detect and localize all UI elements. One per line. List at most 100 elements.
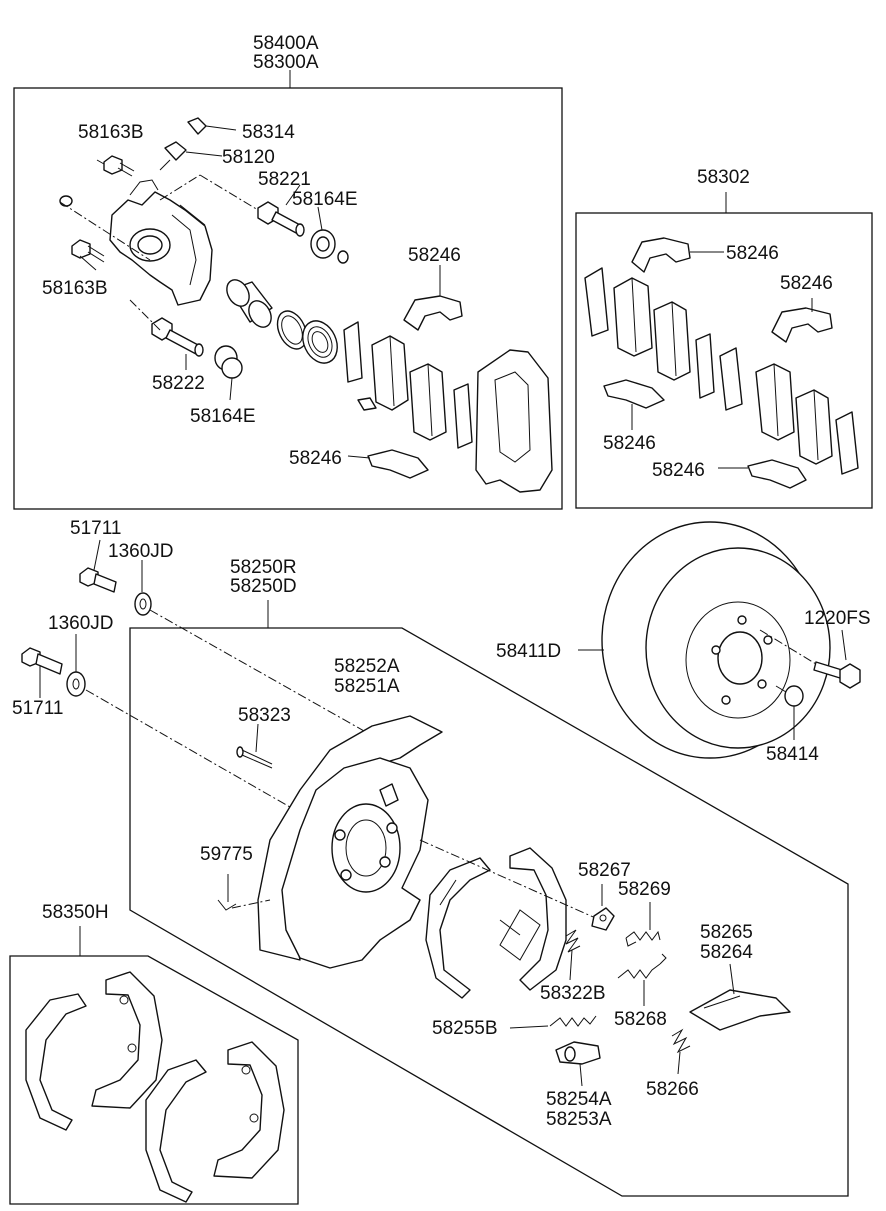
kit-shoe-3 [145, 1059, 207, 1203]
rotor-plug [775, 685, 804, 740]
label-58163b-upper: 58163B [78, 122, 144, 143]
label-58411d: 58411D [496, 641, 561, 662]
guide-pin-lower [151, 317, 204, 357]
kit-shoe-1 [25, 993, 87, 1131]
piston-boot [302, 320, 338, 364]
label-58246-kit-3: 58246 [603, 433, 656, 454]
label-58254a: 58254A [546, 1089, 612, 1110]
label-58255b: 58255B [432, 1018, 498, 1039]
brake-pad-inner [371, 335, 409, 411]
label-58302: 58302 [697, 167, 750, 188]
label-58163b-lower: 58163B [42, 278, 108, 299]
boot-upper [310, 229, 349, 264]
return-spring-upper [625, 930, 661, 947]
return-spring-lower [617, 953, 667, 979]
caliper-body [109, 179, 213, 306]
label-58268: 58268 [614, 1009, 667, 1030]
brake-pad-outer [409, 363, 447, 441]
label-58164e-lower: 58164E [190, 406, 256, 427]
label-58250d: 58250D [230, 576, 297, 597]
label-58246-front-upper: 58246 [408, 245, 461, 266]
label-58250r: 58250R [230, 557, 297, 578]
parking-strut [689, 989, 791, 1031]
piston-seal [276, 310, 308, 350]
caliper-bolt-lower [71, 239, 105, 263]
backing-plate [281, 757, 429, 969]
small-washer [59, 195, 73, 207]
part-labels: 58400A 58300A 58163B 58314 58120 58221 5… [12, 33, 871, 1130]
label-58264: 58264 [700, 942, 753, 963]
adjuster-plate [591, 907, 615, 931]
parking-shoe-right [499, 847, 567, 991]
label-58120: 58120 [222, 147, 275, 168]
kit-pad-2 [653, 301, 691, 381]
washer-1360jd-lower [66, 671, 86, 697]
pad-clip-lower [367, 449, 429, 479]
brake-rotor [578, 521, 831, 759]
kit-shoe-4 [213, 1041, 285, 1179]
bolt-51711-lower [21, 647, 63, 675]
label-51711-lower: 51711 [12, 698, 63, 719]
pad-shim-outer [453, 383, 473, 449]
label-58322b: 58322B [540, 983, 606, 1004]
pad-kit-group [575, 192, 873, 509]
pad-clip-upper [403, 295, 463, 331]
pad-retainer [357, 397, 377, 411]
label-1360jd-lower: 1360JD [48, 613, 114, 634]
caliper-carrier [475, 349, 553, 493]
adjuster-lever-spring [671, 1028, 691, 1054]
hold-down-pin [236, 746, 273, 769]
label-58246-front-lower: 58246 [289, 448, 342, 469]
cable-clip [217, 874, 237, 911]
piston [226, 279, 273, 328]
parking-shoe-left [425, 857, 491, 999]
boot-lower [214, 345, 243, 379]
label-1220fs: 1220FS [804, 608, 871, 629]
kit-shoe-2 [91, 971, 163, 1109]
label-58300a: 58300A [253, 52, 319, 73]
label-58164e-upper: 58164E [292, 189, 358, 210]
label-58253a: 58253A [546, 1109, 612, 1130]
label-58266: 58266 [646, 1079, 699, 1100]
label-59775: 59775 [200, 844, 253, 865]
guide-pin-upper [257, 201, 305, 237]
label-58267: 58267 [578, 860, 631, 881]
pad-shim [343, 321, 363, 383]
label-51711-upper: 51711 [70, 518, 121, 539]
washer-1360jd-upper [134, 592, 152, 616]
kit-shim-left [584, 267, 609, 337]
kit-pad-1 [613, 277, 653, 357]
label-58246-kit-1: 58246 [726, 243, 779, 264]
label-58251a: 58251A [334, 676, 400, 697]
label-58269: 58269 [618, 879, 671, 900]
rotor-screw [759, 629, 861, 689]
kit-pad-4 [795, 389, 833, 465]
bleeder-cap [187, 117, 207, 135]
label-58246-kit-4: 58246 [652, 460, 705, 481]
kit-shim-right-a [719, 347, 743, 411]
label-58400a: 58400A [253, 33, 319, 54]
kit-shim-mid [695, 333, 715, 399]
label-1360jd-upper: 1360JD [108, 541, 174, 562]
kit-clip-1 [631, 237, 691, 273]
bolt-51711-upper [79, 567, 117, 593]
label-58265: 58265 [700, 922, 753, 943]
label-58350h: 58350H [42, 902, 109, 923]
bleeder-screw [159, 141, 187, 171]
label-58246-kit-2: 58246 [780, 273, 833, 294]
hold-down-spring [565, 929, 581, 953]
adjuster-spring [549, 1015, 597, 1027]
backing-plate-group [129, 600, 849, 1197]
kit-clip-4 [747, 459, 807, 489]
kit-shim-right-b [835, 411, 859, 475]
kit-clip-2 [771, 307, 833, 343]
adjuster-assembly [555, 1041, 601, 1065]
shoe-kit-group [9, 926, 299, 1205]
label-58221: 58221 [258, 169, 311, 190]
kit-pad-3 [755, 363, 795, 441]
caliper-bolt-upper [103, 155, 135, 177]
kit-clip-3 [603, 379, 665, 409]
wheel-hardware-left [21, 539, 381, 831]
caliper-assembly-group [13, 70, 563, 510]
